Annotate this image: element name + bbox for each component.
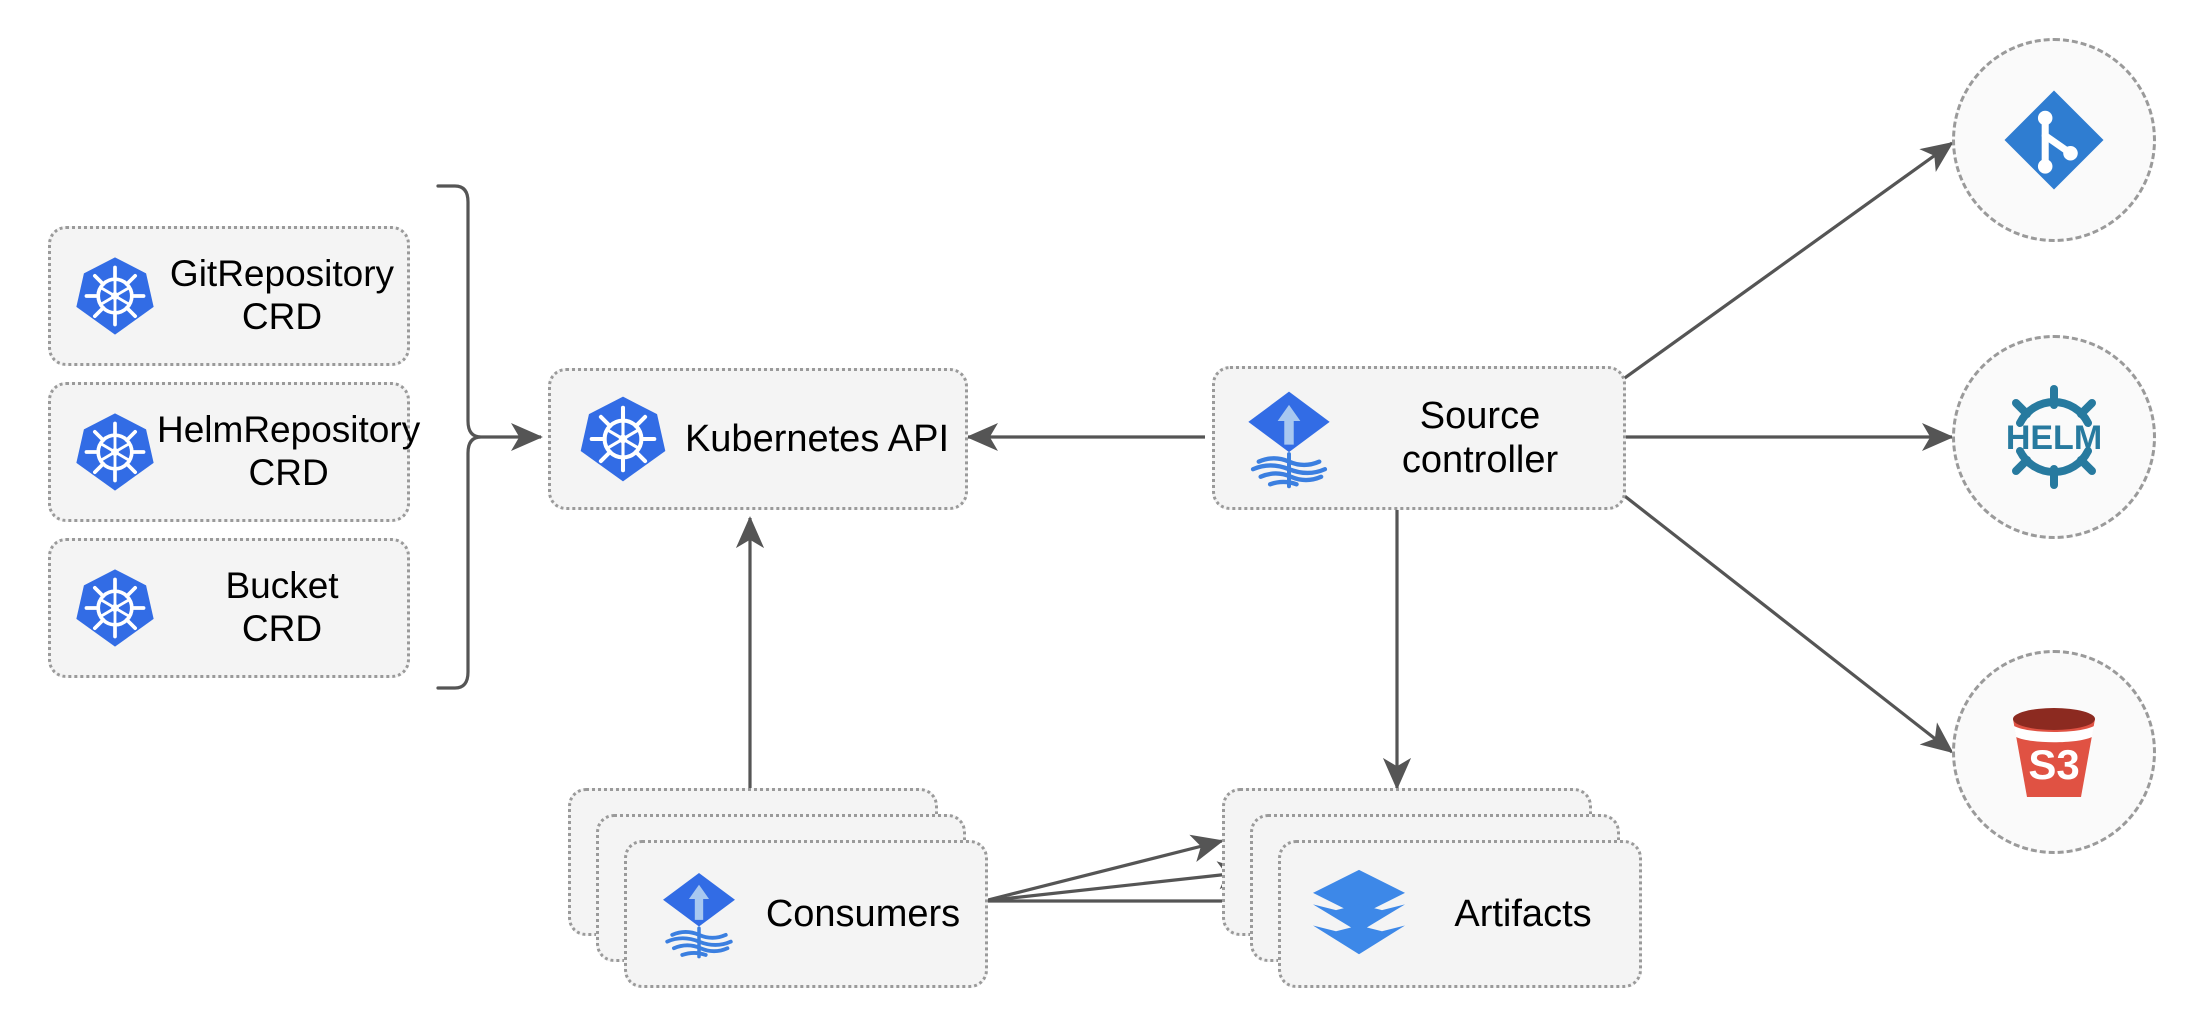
- edge-consumers-to-artifacts-1: [983, 834, 1224, 903]
- node-label: Source controller: [1401, 394, 1559, 481]
- flux-icon: [657, 868, 741, 960]
- edge-source-controller-to-s3: [1607, 481, 1954, 754]
- s3-icon: S3: [1995, 693, 2113, 811]
- layers-icon: [1311, 868, 1407, 960]
- consumers-card-front[interactable]: Consumers: [624, 840, 988, 988]
- helm-label: HELM: [2006, 419, 2102, 457]
- edge-source-controller-to-git: [1607, 141, 1954, 392]
- crd-label: Bucket CRD: [225, 565, 339, 649]
- external-helm[interactable]: HELM: [1952, 335, 2156, 539]
- crd-label: GitRepository CRD: [169, 253, 395, 337]
- helm-icon: HELM: [1990, 381, 2118, 493]
- crd-box-bucket[interactable]: Bucket CRD: [48, 538, 410, 678]
- node-consumers[interactable]: Consumers: [568, 788, 988, 988]
- node-artifacts[interactable]: Artifacts: [1222, 788, 1642, 988]
- kubernetes-icon: [73, 254, 157, 338]
- external-git[interactable]: [1952, 38, 2156, 242]
- kubernetes-icon: [577, 393, 669, 485]
- kubernetes-icon: [73, 410, 157, 494]
- crd-box-gitrepository[interactable]: GitRepository CRD: [48, 226, 410, 366]
- artifacts-card-front[interactable]: Artifacts: [1278, 840, 1642, 988]
- s3-label: S3: [2028, 741, 2079, 788]
- git-icon: [1999, 85, 2109, 195]
- crd-group-brace: [436, 184, 482, 690]
- node-label: Artifacts: [1454, 892, 1592, 935]
- external-s3[interactable]: S3: [1952, 650, 2156, 854]
- flux-icon: [1241, 386, 1337, 490]
- node-kubernetes-api[interactable]: Kubernetes API: [548, 368, 968, 510]
- node-label: Kubernetes API: [684, 417, 950, 460]
- crd-label: HelmRepository CRD: [157, 409, 421, 493]
- node-label: Consumers: [765, 892, 961, 935]
- edge-consumers-to-artifacts-2: [983, 861, 1250, 903]
- kubernetes-icon: [73, 566, 157, 650]
- node-source-controller[interactable]: Source controller: [1212, 366, 1626, 510]
- crd-box-helmrepository[interactable]: HelmRepository CRD: [48, 382, 420, 522]
